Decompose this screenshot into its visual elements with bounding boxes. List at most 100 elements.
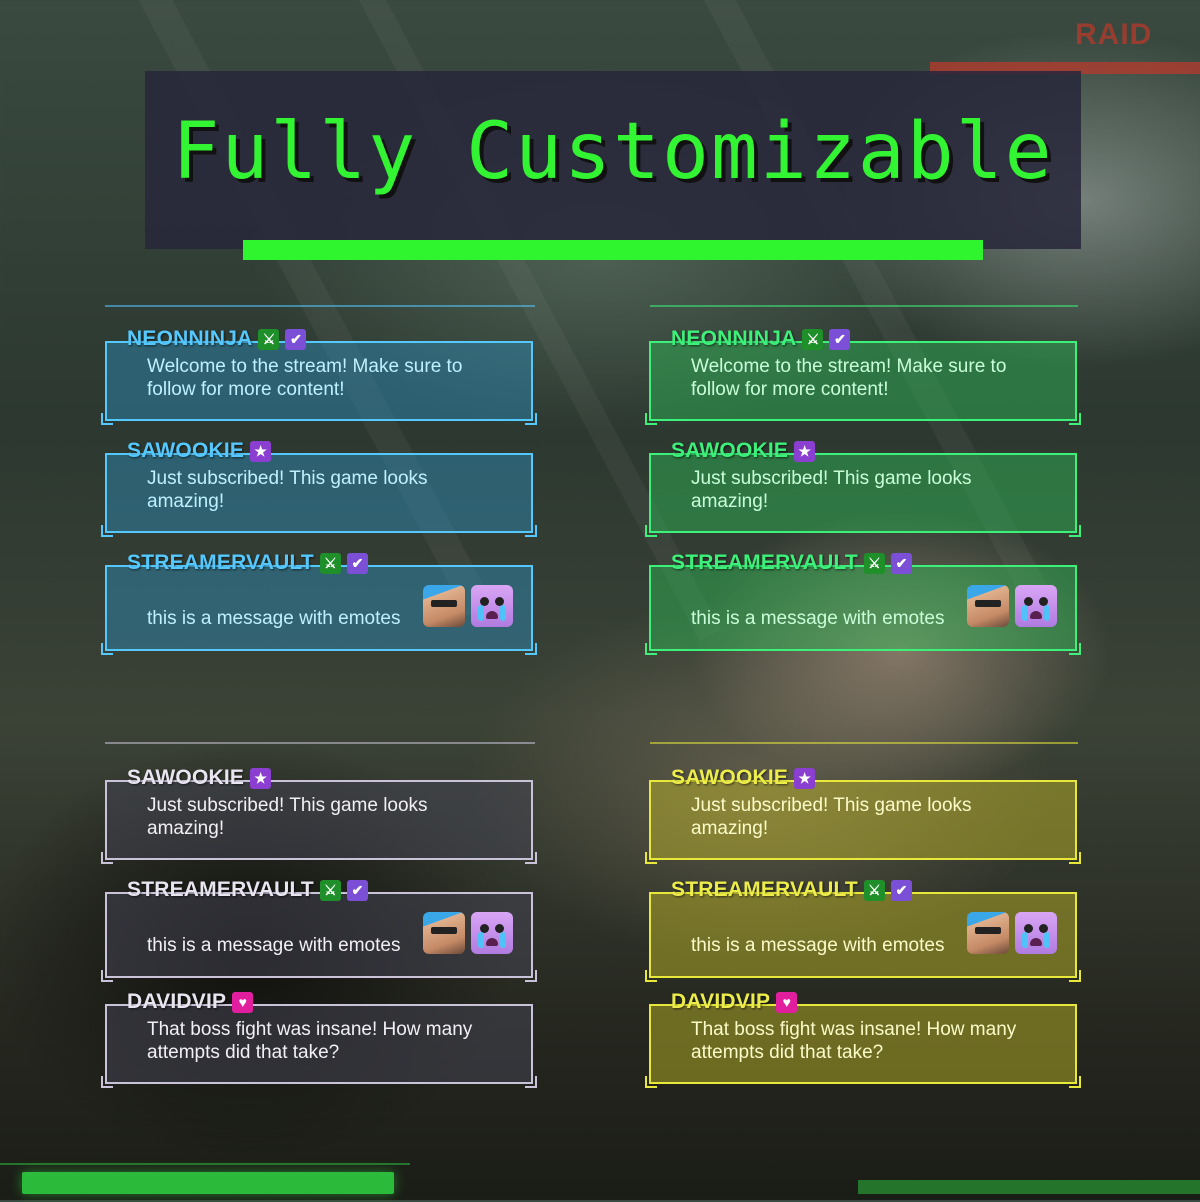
chat-message: SAWOOKIE★ Just subscribed! This game look… — [645, 439, 1081, 537]
mouth-shape — [486, 938, 498, 946]
face-emote — [423, 585, 465, 627]
crying-emote — [471, 585, 513, 627]
verified-icon: ✔ — [890, 552, 912, 574]
username-row: STREAMERVAULT⚔✔ — [119, 549, 376, 577]
title-underline — [243, 240, 983, 260]
chat-message: SAWOOKIE★ Just subscribed! This game look… — [101, 766, 537, 864]
message-text: Just subscribed! This game looks amazing… — [147, 468, 428, 512]
message-text: That boss fight was insane! How many att… — [147, 1019, 473, 1063]
message-text: this is a message with emotes — [147, 608, 401, 629]
hud-raid-label: RAID — [1075, 18, 1153, 51]
crying-emote — [1015, 912, 1057, 954]
verified-icon: ✔ — [285, 328, 307, 350]
username[interactable]: SAWOOKIE — [127, 439, 245, 462]
verified-icon: ✔ — [890, 879, 912, 901]
message-text: Welcome to the stream! Make sure to foll… — [147, 356, 463, 400]
message-text: Just subscribed! This game looks amazing… — [691, 795, 972, 839]
username-row: SAWOOKIE★ — [119, 764, 279, 792]
sword-icon: ⚔ — [802, 328, 824, 350]
tear-shape — [1044, 605, 1050, 621]
face-emote — [423, 912, 465, 954]
glasses-shape — [975, 927, 1001, 934]
sword-icon: ⚔ — [319, 552, 341, 574]
username[interactable]: NEONNINJA — [671, 327, 797, 350]
star-icon: ★ — [794, 440, 816, 462]
chat-message: STREAMERVAULT⚔✔ this is a message with em… — [645, 551, 1081, 655]
message-frame — [645, 1004, 1081, 1088]
tear-shape — [478, 932, 484, 948]
chat-message: NEONNINJA⚔✔ Welcome to the stream! Make s… — [101, 327, 537, 425]
verified-icon: ✔ — [829, 328, 851, 350]
eye-shape — [480, 597, 489, 606]
message-frame — [645, 341, 1081, 425]
tear-shape — [1044, 932, 1050, 948]
eye-shape — [480, 924, 489, 933]
star-icon: ★ — [250, 767, 272, 789]
username[interactable]: STREAMERVAULT — [127, 878, 314, 901]
hud-health-bar — [22, 1172, 394, 1194]
verified-icon: ✔ — [346, 552, 368, 574]
username-row: NEONNINJA⚔✔ — [663, 325, 858, 353]
message-text: That boss fight was insane! How many att… — [691, 1019, 1017, 1063]
mouth-shape — [1030, 611, 1042, 619]
panel-top-rule — [105, 305, 535, 307]
glasses-shape — [431, 927, 457, 934]
eye-shape — [1039, 924, 1048, 933]
chat-message: NEONNINJA⚔✔ Welcome to the stream! Make s… — [645, 327, 1081, 425]
message-text: this is a message with emotes — [691, 935, 945, 956]
face-emote — [967, 912, 1009, 954]
username-row: STREAMERVAULT⚔✔ — [663, 876, 920, 904]
chat-message: SAWOOKIE★ Just subscribed! This game look… — [101, 439, 537, 537]
chat-message: STREAMERVAULT⚔✔ this is a message with em… — [101, 878, 537, 982]
username-row: DAVIDVIP♥ — [119, 988, 261, 1016]
panel-top-rule — [650, 305, 1078, 307]
username[interactable]: STREAMERVAULT — [671, 551, 858, 574]
eye-shape — [1039, 597, 1048, 606]
message-frame — [101, 453, 537, 537]
username-row: SAWOOKIE★ — [119, 437, 279, 465]
glasses-shape — [431, 600, 457, 607]
panel-top-rule — [650, 742, 1078, 744]
chat-message: DAVIDVIP♥ That boss fight was insane! How… — [645, 990, 1081, 1088]
tear-shape — [1022, 932, 1028, 948]
username[interactable]: NEONNINJA — [127, 327, 253, 350]
eye-shape — [1024, 924, 1033, 933]
username[interactable]: SAWOOKIE — [671, 439, 789, 462]
username-row: NEONNINJA⚔✔ — [119, 325, 314, 353]
heart-icon: ♥ — [232, 991, 254, 1013]
star-icon: ★ — [794, 767, 816, 789]
message-text: Just subscribed! This game looks amazing… — [147, 795, 428, 839]
username[interactable]: DAVIDVIP — [127, 990, 227, 1013]
face-emote — [967, 585, 1009, 627]
username-row: DAVIDVIP♥ — [663, 988, 805, 1016]
message-frame — [101, 1004, 537, 1088]
sword-icon: ⚔ — [319, 879, 341, 901]
crying-emote — [1015, 585, 1057, 627]
message-text: Just subscribed! This game looks amazing… — [691, 468, 972, 512]
sword-icon: ⚔ — [863, 552, 885, 574]
username-row: STREAMERVAULT⚔✔ — [119, 876, 376, 904]
username[interactable]: SAWOOKIE — [671, 766, 789, 789]
username[interactable]: SAWOOKIE — [127, 766, 245, 789]
tear-shape — [500, 932, 506, 948]
chat-message: DAVIDVIP♥ That boss fight was insane! How… — [101, 990, 537, 1088]
tear-shape — [478, 605, 484, 621]
eye-shape — [1024, 597, 1033, 606]
username[interactable]: DAVIDVIP — [671, 990, 771, 1013]
chat-message: STREAMERVAULT⚔✔ this is a message with em… — [101, 551, 537, 655]
message-text: this is a message with emotes — [691, 608, 945, 629]
eye-shape — [495, 597, 504, 606]
star-icon: ★ — [250, 440, 272, 462]
username[interactable]: STREAMERVAULT — [671, 878, 858, 901]
sword-icon: ⚔ — [863, 879, 885, 901]
tear-shape — [1022, 605, 1028, 621]
chat-message: SAWOOKIE★ Just subscribed! This game look… — [645, 766, 1081, 864]
message-text: Welcome to the stream! Make sure to foll… — [691, 356, 1007, 400]
username-row: SAWOOKIE★ — [663, 437, 823, 465]
panel-top-rule — [105, 742, 535, 744]
message-text: this is a message with emotes — [147, 935, 401, 956]
crying-emote — [471, 912, 513, 954]
hud-health-frame — [0, 1163, 410, 1202]
tear-shape — [500, 605, 506, 621]
username[interactable]: STREAMERVAULT — [127, 551, 314, 574]
